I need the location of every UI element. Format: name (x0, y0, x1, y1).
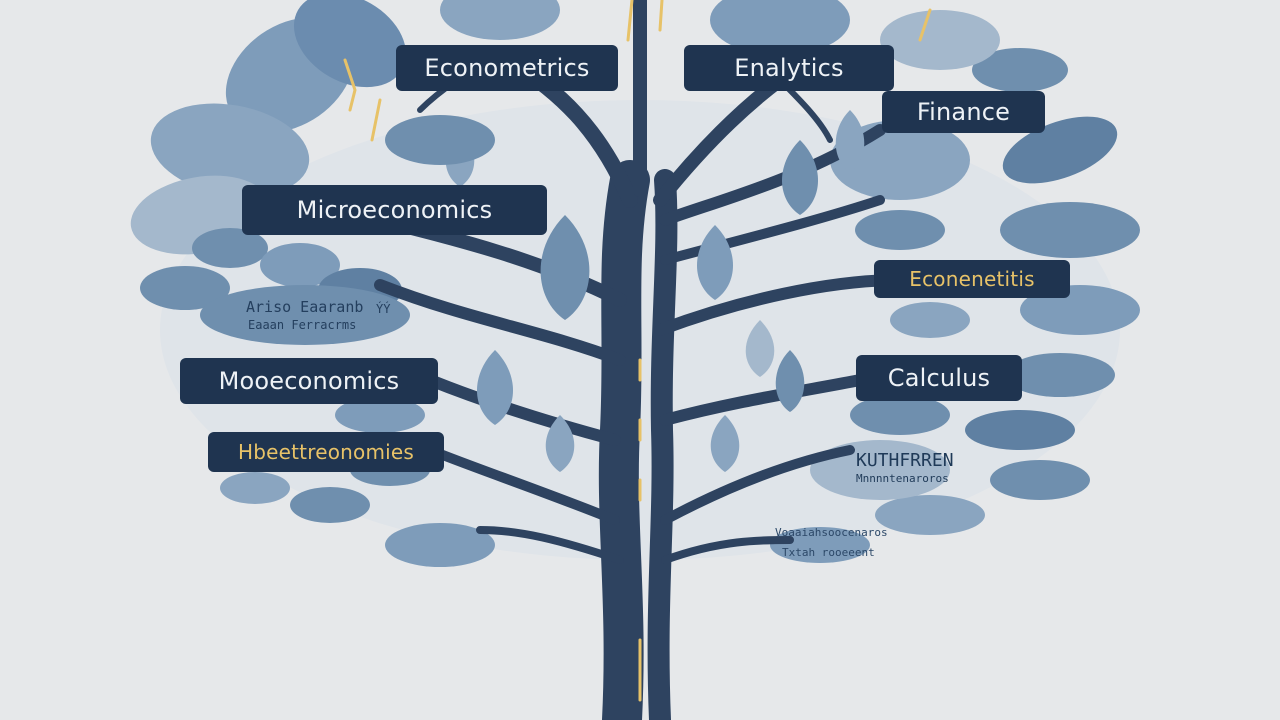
label-calculus: Calculus (856, 355, 1022, 401)
label-mooeconomics: Mooeconomics (180, 358, 438, 404)
label-econenetitis: Econenetitis (874, 260, 1070, 298)
right-leaf-text-line2: Mnnnntenaroros (856, 472, 949, 485)
bottom-leaf-text-line1: Voaaiahsoocenaros (775, 526, 888, 539)
right-leaf-text-line1: KUTHFRREN (856, 450, 954, 471)
left-leaf-text-line1: Ariso Eaaranb (246, 298, 364, 316)
left-leaf-text-line2: Eaaan Ferracrms (248, 318, 357, 332)
label-econometrics: Econometrics (396, 45, 618, 91)
label-microeconomics: Microeconomics (242, 185, 547, 235)
label-finance: Finance (882, 91, 1045, 133)
gold-accent-marks (343, 0, 932, 702)
label-hbeettreonomies: Hbeettreonomies (208, 432, 444, 472)
label-enalytics: Enalytics (684, 45, 894, 91)
leaf-cluster-front (335, 110, 970, 486)
tree-branches (373, 0, 906, 720)
left-leaf-mark: ÝÝ (376, 302, 391, 316)
bottom-leaf-text-line2: Txtah rooeeent (782, 546, 875, 559)
